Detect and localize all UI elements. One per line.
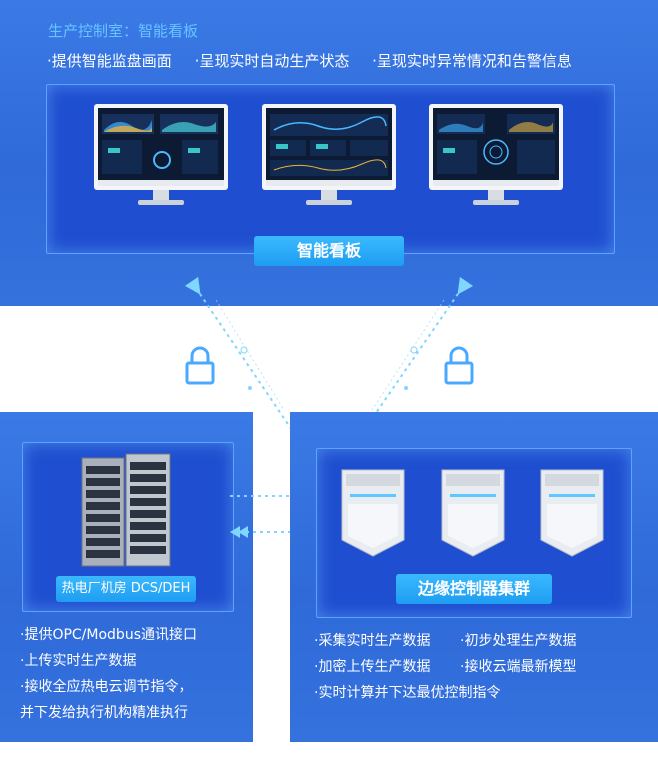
dashboard-screen-graphic <box>270 114 388 176</box>
dashboard-monitor <box>262 104 396 205</box>
dashboard-screen-graphic <box>102 114 218 174</box>
bullet-item: ·提供OPC/Modbus通讯接口 <box>20 627 197 643</box>
dashboard-label: 智能看板 <box>254 236 404 266</box>
lock-icon <box>444 346 474 385</box>
dashboard-monitor <box>429 104 563 205</box>
bullet-item: ·实时计算并下达最优控制指令 <box>314 685 501 701</box>
edge-controller-icon <box>341 469 405 557</box>
server-rack-icon <box>81 453 171 567</box>
edge-bullets: ·采集实时生产数据 ·初步处理生产数据 ·加密上传生产数据 ·接收云端最新模型 ·实… <box>314 628 606 706</box>
bullet-item: ·上传实时生产数据 <box>20 653 137 669</box>
dashboard-monitor <box>94 104 228 205</box>
bullet-item: ·接收云端最新模型 <box>460 659 577 675</box>
bullet-item: ·提供智能监盘画面 <box>47 52 172 70</box>
uplink-arrow-left <box>184 276 301 443</box>
control-room-bullets: ·提供智能监盘画面 ·呈现实时自动生产状态 ·呈现实时异常情况和告警信息 <box>47 50 590 71</box>
bullet-item: ·接收全应热电云调节指令， <box>20 679 193 695</box>
dcs-bullets: ·提供OPC/Modbus通讯接口 ·上传实时生产数据 ·接收全应热电云调节指令… <box>20 622 197 726</box>
bullet-item: ·加密上传生产数据 <box>314 659 431 675</box>
dcs-label: 热电厂机房 DCS/DEH <box>56 576 196 602</box>
lock-icon <box>185 346 215 385</box>
edge-controller-icon <box>441 469 505 557</box>
bullet-item: ·呈现实时自动生产状态 <box>194 52 350 70</box>
edge-cluster-label: 边缘控制器集群 <box>396 574 552 604</box>
edge-controller-icon <box>540 469 604 557</box>
bullet-item: ·采集实时生产数据 <box>314 633 431 649</box>
bullet-item: 并下发给执行机构精准执行 <box>20 705 188 721</box>
bullet-item: ·初步处理生产数据 <box>460 633 577 649</box>
dashboard-screen-graphic <box>437 114 555 174</box>
bullet-item: ·呈现实时异常情况和告警信息 <box>372 52 572 70</box>
control-room-title: 生产控制室：智能看板 <box>48 22 199 40</box>
